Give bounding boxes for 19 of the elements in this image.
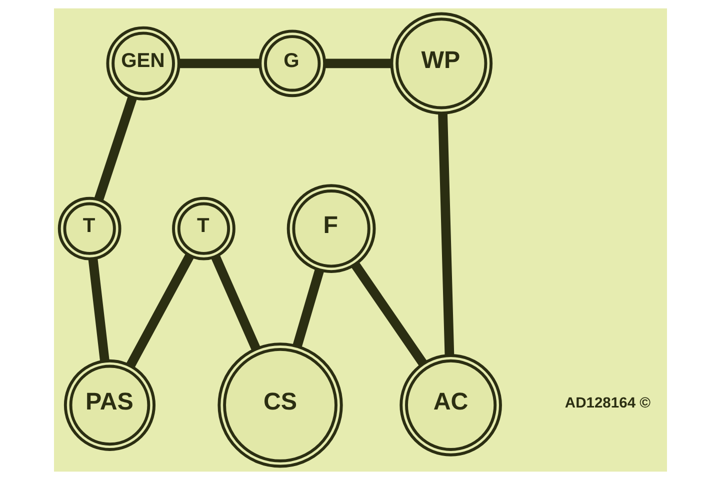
connector xyxy=(94,96,136,201)
node-circle: F xyxy=(286,184,376,274)
node-circle: G xyxy=(258,30,326,98)
node-circle: PAS xyxy=(63,359,156,451)
node-circle: T xyxy=(57,196,121,260)
node-circle: WP xyxy=(390,12,492,115)
connector xyxy=(210,254,260,351)
node-circle: CS xyxy=(217,342,342,468)
connector xyxy=(178,58,260,68)
connector xyxy=(126,253,194,368)
connector xyxy=(324,58,391,68)
label: AD128164 © xyxy=(564,396,650,412)
node-circle: T xyxy=(172,196,235,260)
node-circle: GEN xyxy=(106,26,180,100)
connector xyxy=(438,113,454,356)
connector xyxy=(350,262,427,366)
connector xyxy=(292,268,324,348)
node-circle: AC xyxy=(399,354,502,456)
connector xyxy=(88,258,109,362)
